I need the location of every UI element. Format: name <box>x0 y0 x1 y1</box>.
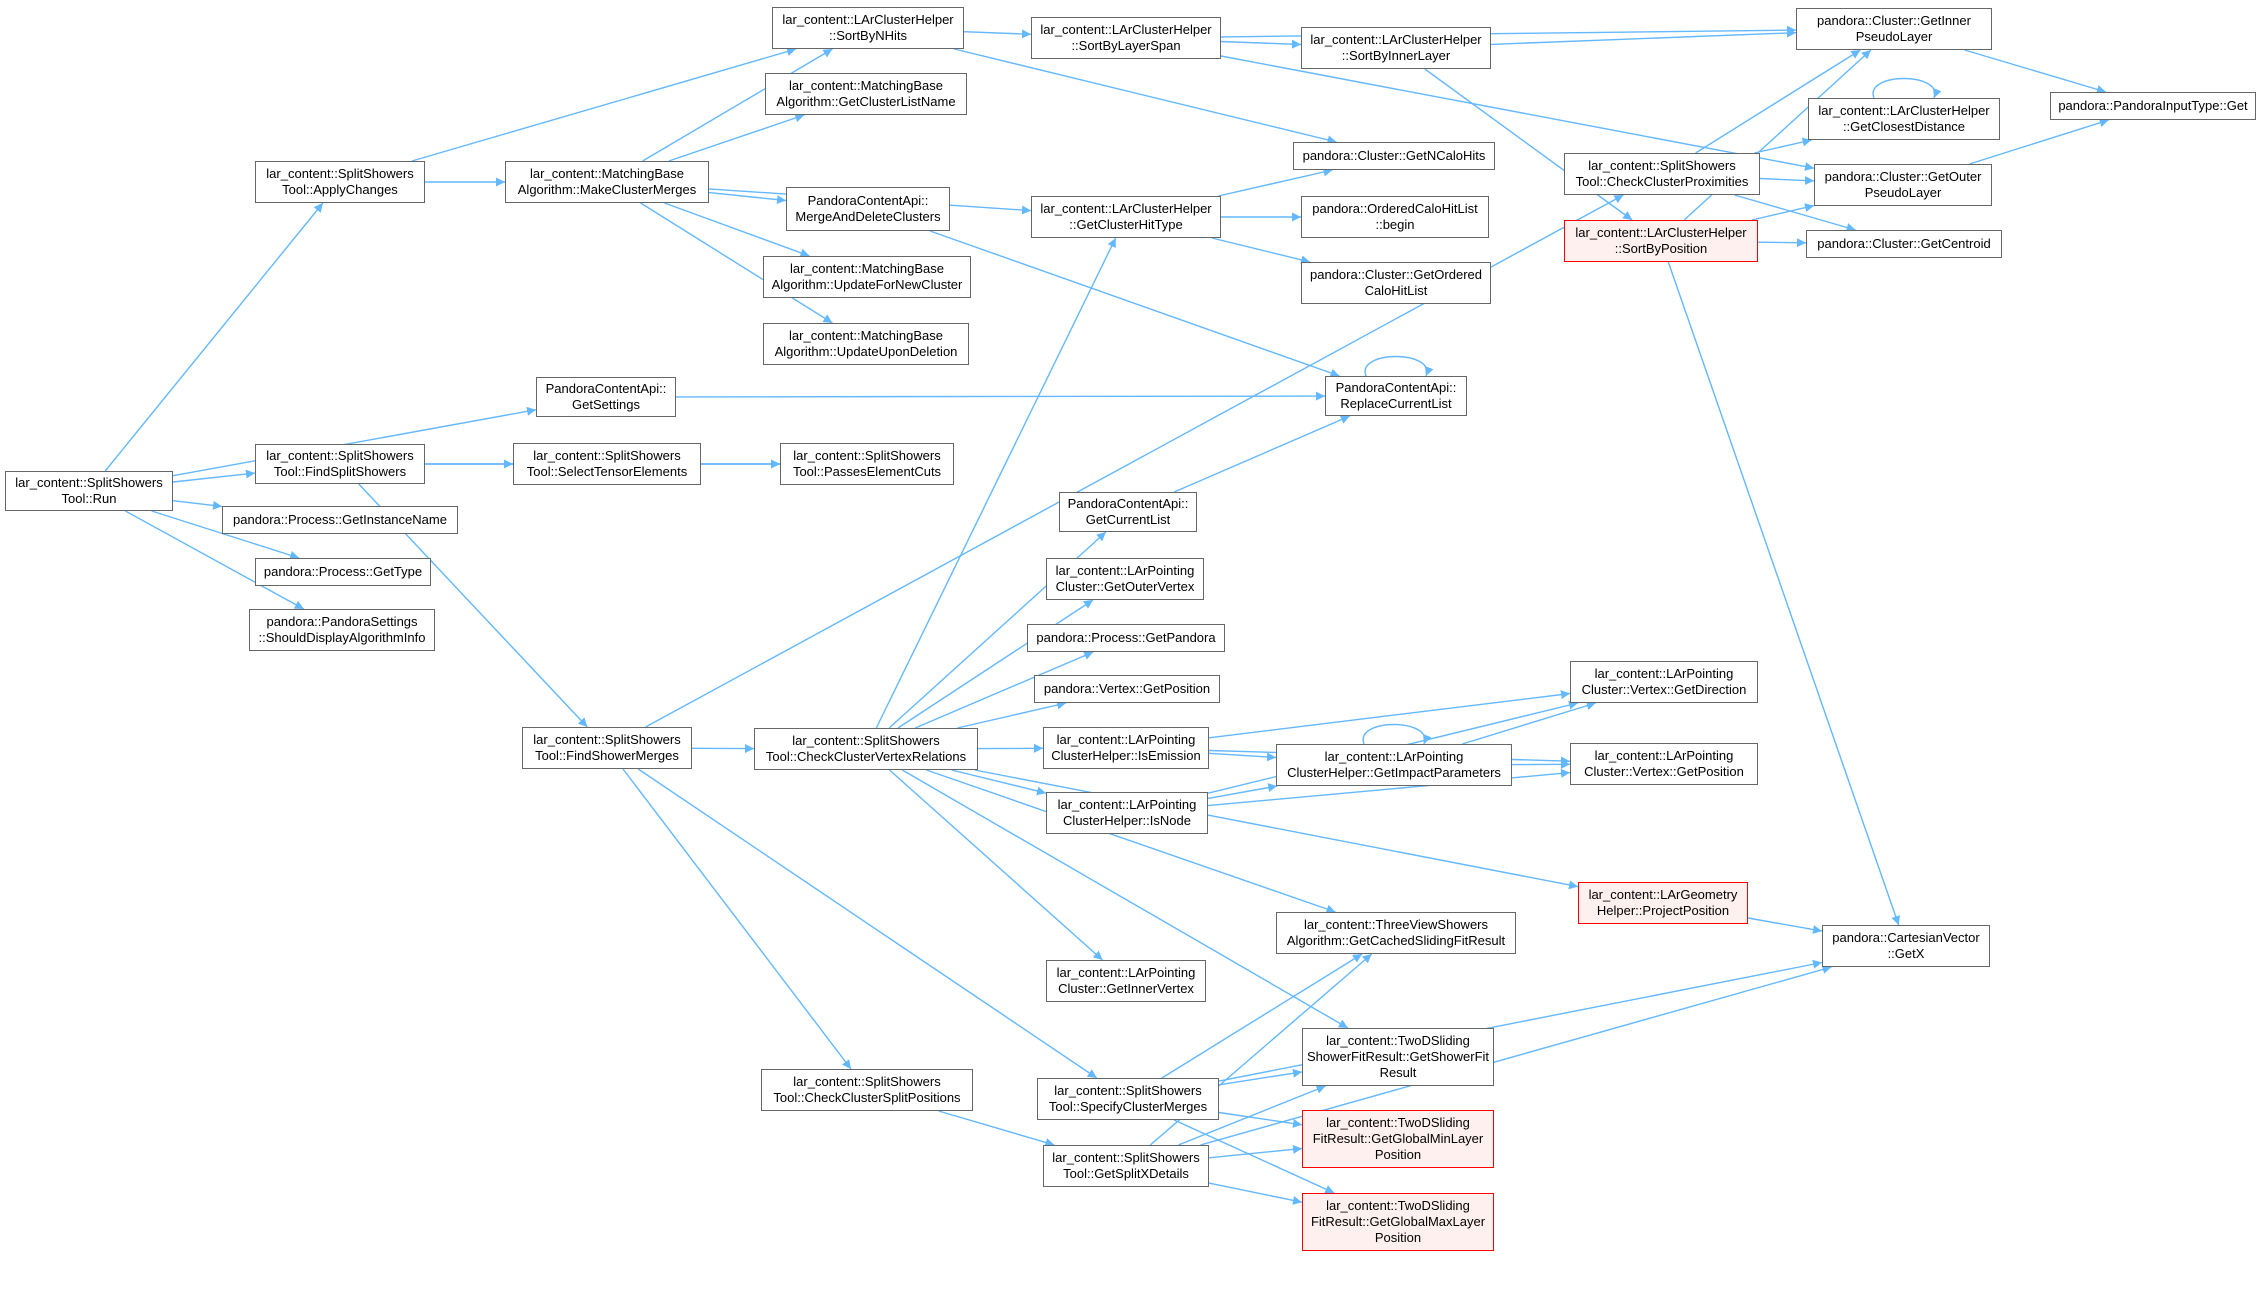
edge-getClosestDistance-to-getClosestDistance <box>1872 77 1942 99</box>
node-get-cluster-hit-type[interactable]: lar_content::LArClusterHelper::GetCluste… <box>1031 196 1221 238</box>
node-sort-by-layer-span[interactable]: lar_content::LArClusterHelper::SortByLay… <box>1031 17 1221 59</box>
edge-getInnerPseudoLayer-to-pandoraInputTypeGet <box>1964 49 2107 94</box>
edge-makeClusterMerges-to-getClusterListName <box>668 113 805 162</box>
edge-replaceCurrentList-to-replaceCurrentList <box>1364 355 1434 377</box>
edge-specifyClusterMerges-to-getShowerFitResult <box>1218 1068 1303 1086</box>
node-ordered-calo-hit-list-begin[interactable]: pandora::OrderedCaloHitList::begin <box>1301 196 1489 238</box>
edge-checkClusterProximities-to-getOuterPseudoLayer <box>1759 176 1815 185</box>
edge-sortByNHits-to-getNCaloHits <box>954 48 1337 145</box>
edge-makeClusterMerges-to-mergeAndDelete <box>708 191 787 205</box>
edge-getSplitXDetails-to-cartesianGetX <box>1200 965 1832 1146</box>
node-merge-and-delete-clusters[interactable]: PandoraContentApi::MergeAndDeleteCluster… <box>786 187 950 231</box>
edge-isEmission-to-getImpactParameters <box>1208 752 1277 762</box>
edge-getCurrentList-to-replaceCurrentList <box>1173 415 1351 493</box>
edge-checkClusterProximities-to-getClosestDistance <box>1754 137 1812 154</box>
node-get-n-calo-hits[interactable]: pandora::Cluster::GetNCaloHits <box>1293 142 1495 170</box>
edge-getSettings-to-replaceCurrentList <box>675 391 1326 401</box>
edge-run-to-getInstanceName <box>172 500 223 510</box>
edge-sortByInnerLayer-to-getInnerPseudoLayer <box>1490 28 1797 46</box>
node-get-type[interactable]: pandora::Process::GetType <box>255 558 431 586</box>
edge-sortByLayerSpan-to-sortByInnerLayer <box>1220 39 1302 49</box>
edge-getClusterHitType-to-getOrderedCaloHitList <box>1211 237 1311 265</box>
node-pandora-input-type-get[interactable]: pandora::PandoraInputType::Get <box>2050 92 2256 120</box>
node-get-current-list[interactable]: PandoraContentApi::GetCurrentList <box>1059 492 1197 532</box>
node-cartesian-vector-get-x[interactable]: pandora::CartesianVector::GetX <box>1822 925 1990 967</box>
node-get-pandora[interactable]: pandora::Process::GetPandora <box>1027 624 1225 652</box>
edge-sortByPosition-to-getCentroid <box>1757 238 1807 248</box>
edge-projectPosition-to-cartesianGetX <box>1747 917 1823 934</box>
node-vertex-get-position[interactable]: pandora::Vertex::GetPosition <box>1034 675 1220 703</box>
edge-sortByPosition-to-cartesianGetX <box>1667 261 1900 926</box>
edge-applyChanges-to-sortByNHits <box>411 47 797 162</box>
edge-findShowerMerges-to-specifyClusterMerges <box>637 768 1098 1079</box>
edge-sortByNHits-to-sortByLayerSpan <box>963 29 1032 39</box>
edge-checkClusterVertexRelations-to-isNode <box>951 769 1047 796</box>
node-get-instance-name[interactable]: pandora::Process::GetInstanceName <box>222 506 458 534</box>
edge-isNode-to-getImpactParameters <box>1207 783 1278 800</box>
edge-run-to-applyChanges <box>104 202 324 472</box>
node-sort-by-inner-layer[interactable]: lar_content::LArClusterHelper::SortByInn… <box>1301 27 1491 69</box>
edge-getClusterHitType-to-getNCaloHits <box>1218 167 1333 197</box>
edge-findShowerMerges-to-checkClusterSplitPositions <box>622 768 852 1070</box>
edge-checkClusterVertexRelations-to-vertexGetPosition <box>957 700 1067 729</box>
node-replace-current-list[interactable]: PandoraContentApi::ReplaceCurrentList <box>1325 376 1467 416</box>
edge-getImpactParameters-to-vertexGetDirection <box>1462 701 1596 745</box>
edge-run-to-findSplitShowers <box>172 469 256 483</box>
node-get-centroid[interactable]: pandora::Cluster::GetCentroid <box>1806 230 2002 258</box>
node-get-settings[interactable]: PandoraContentApi::GetSettings <box>536 377 676 417</box>
node-sort-by-n-hits[interactable]: lar_content::LArClusterHelper::SortByNHi… <box>772 7 964 49</box>
edge-isEmission-to-vertexGetDirection <box>1208 690 1571 739</box>
edge-getSplitXDetails-to-getGlobalMinLayer <box>1208 1144 1303 1159</box>
edge-getSplitXDetails-to-getGlobalMaxLayer <box>1208 1182 1303 1205</box>
node-sort-by-position[interactable]: lar_content::LArClusterHelper::SortByPos… <box>1564 220 1758 262</box>
edge-checkClusterVertexRelations-to-getOuterVertex <box>897 599 1094 729</box>
edge-getImpactParameters-to-getImpactParameters <box>1362 723 1432 745</box>
node-get-closest-distance[interactable]: lar_content::LArClusterHelper::GetCloses… <box>1808 98 2000 140</box>
edge-mergeAndDelete-to-replaceCurrentList <box>929 230 1340 378</box>
edge-sortByPosition-to-getOuterPseudoLayer <box>1751 203 1815 221</box>
node-should-display-algorithm-info[interactable]: pandora::PandoraSettings::ShouldDisplayA… <box>249 609 435 651</box>
edge-specifyClusterMerges-to-getGlobalMinLayer <box>1218 1111 1303 1128</box>
